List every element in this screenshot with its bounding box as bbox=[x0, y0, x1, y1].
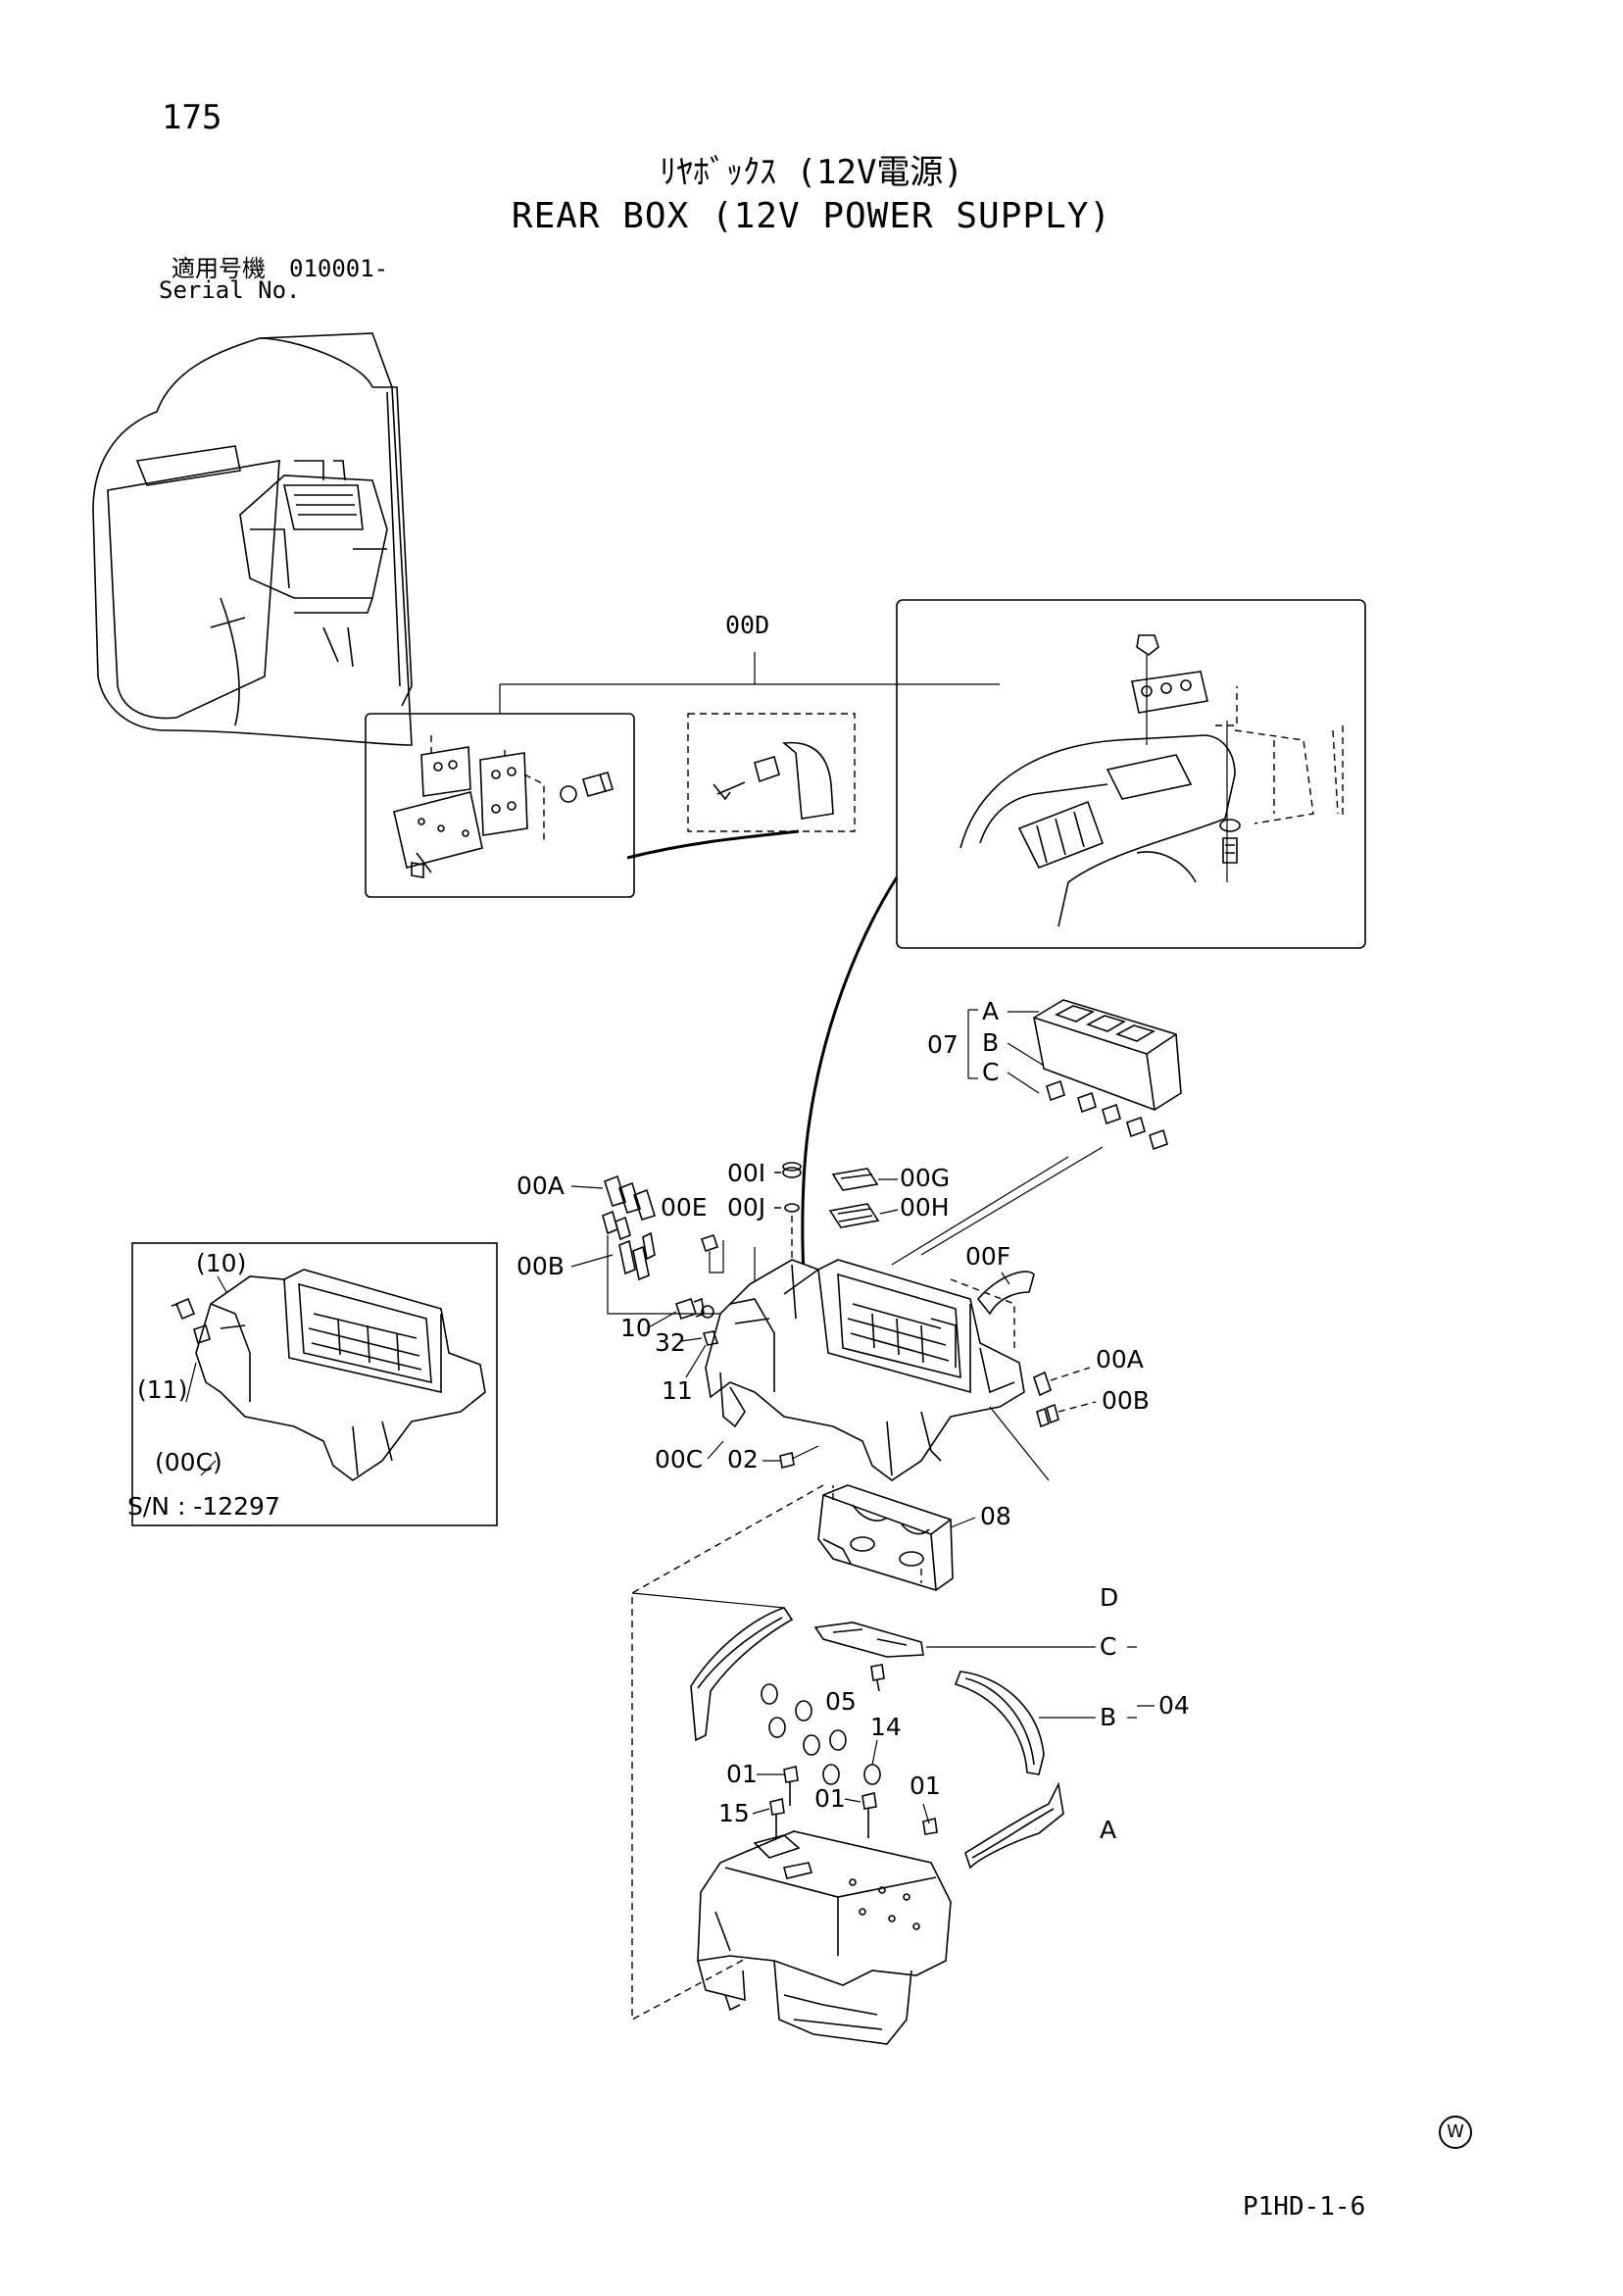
callout-00D: 00D bbox=[725, 611, 769, 639]
small-parts-cluster: 00A 00B 00E 00I 00J 00G 00H 00F bbox=[516, 1159, 1035, 1348]
fasteners-left: 10 32 11 00C 02 bbox=[620, 1297, 819, 1473]
callout-08: 08 bbox=[980, 1502, 1011, 1530]
callout-07: 07 bbox=[927, 1030, 959, 1059]
inset-callout-11: (11) bbox=[137, 1375, 187, 1404]
inset-early-serial: (10) (11) (00C) S/N : -12297 bbox=[127, 1242, 498, 1526]
callout-02: 02 bbox=[727, 1445, 759, 1473]
callout-01-a: 01 bbox=[726, 1760, 758, 1788]
lower-frame-assembly: D C B 04 A 05 14 01 15 01 01 bbox=[690, 1583, 1190, 2045]
callout-00E: 00E bbox=[661, 1193, 708, 1222]
inset-callout-10: (10) bbox=[196, 1249, 246, 1277]
callout-00H: 00H bbox=[900, 1193, 950, 1222]
title-japanese: ﾘﾔﾎﾞｯｸｽ (12V電源) bbox=[660, 153, 963, 192]
callout-D: D bbox=[1100, 1583, 1118, 1612]
callout-00I: 00I bbox=[727, 1159, 765, 1187]
callout-00F: 00F bbox=[965, 1242, 1010, 1271]
callout-00A-right: 00A bbox=[1096, 1345, 1144, 1373]
callout-A: A bbox=[1100, 1816, 1116, 1844]
callout-07-A: A bbox=[982, 997, 999, 1025]
callout-14: 14 bbox=[870, 1713, 902, 1741]
registered-w-mark: W bbox=[1439, 2116, 1472, 2149]
page-number: 175 bbox=[162, 98, 222, 137]
callout-32: 32 bbox=[655, 1328, 686, 1357]
title-english: REAR BOX (12V POWER SUPPLY) bbox=[511, 196, 1112, 236]
callout-07-B: B bbox=[982, 1028, 999, 1057]
callout-00B-right: 00B bbox=[1102, 1386, 1150, 1415]
inset-callout-00C: (00C) bbox=[155, 1448, 222, 1476]
callout-04: 04 bbox=[1158, 1691, 1190, 1720]
inset-serial-range: S/N : -12297 bbox=[127, 1492, 280, 1521]
callout-01-c: 01 bbox=[910, 1772, 941, 1800]
part-07-switch-panel: 07 A B C bbox=[927, 997, 1182, 1151]
callout-15: 15 bbox=[718, 1799, 750, 1827]
callout-00A-top: 00A bbox=[516, 1172, 565, 1200]
serial-label-english: Serial No. bbox=[159, 276, 301, 304]
part-08-bracket: 08 bbox=[817, 1484, 1011, 1591]
callout-11: 11 bbox=[662, 1376, 693, 1405]
callout-00G: 00G bbox=[900, 1164, 950, 1192]
detail-inset-right bbox=[801, 599, 1366, 1275]
callout-C: C bbox=[1100, 1632, 1116, 1661]
callout-05: 05 bbox=[825, 1687, 857, 1716]
callout-07-C: C bbox=[982, 1058, 999, 1086]
detail-inset-00d: 00D bbox=[365, 611, 1000, 898]
footer-code: P1HD-1-6 bbox=[1243, 2192, 1366, 2221]
callout-10: 10 bbox=[620, 1314, 652, 1342]
serial-label-japanese: 適用号機 010001- bbox=[172, 255, 389, 282]
fasteners-right: 00A 00B bbox=[1033, 1345, 1150, 1428]
callout-01-b: 01 bbox=[814, 1784, 846, 1813]
assembly-lines bbox=[631, 1484, 834, 2021]
callout-00J: 00J bbox=[727, 1193, 765, 1222]
rear-box-main bbox=[705, 1146, 1104, 1481]
callout-B: B bbox=[1100, 1703, 1116, 1731]
callout-00B-top: 00B bbox=[516, 1252, 565, 1280]
callout-00C: 00C bbox=[655, 1445, 703, 1473]
cab-overview-drawing bbox=[92, 332, 413, 746]
